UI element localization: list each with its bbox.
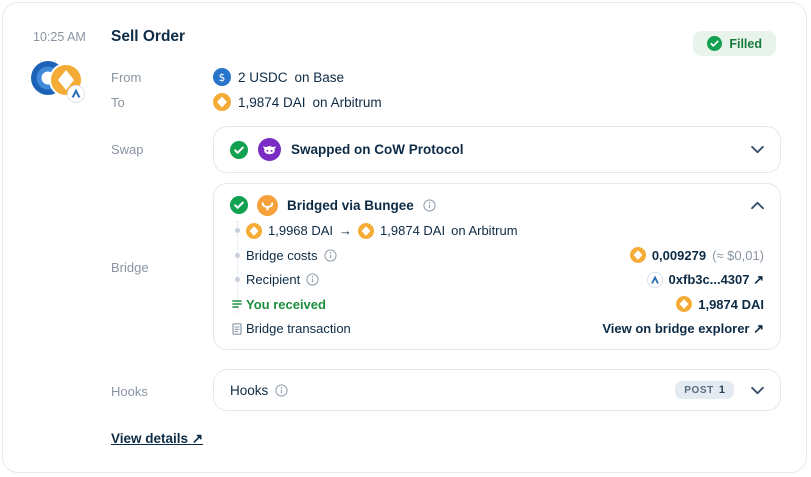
bridge-amount-network: on Arbitrum [451, 223, 518, 239]
bungee-icon [257, 194, 278, 216]
dai-token-icon [358, 222, 375, 239]
svg-text:$: $ [219, 72, 226, 84]
hooks-section-label: Hooks [111, 384, 148, 399]
arbitrum-network-icon [646, 271, 663, 288]
from-amount: 2 USDC [238, 69, 288, 85]
bridge-costs-row: Bridge costs 0,009279 (≈ $0,01) [230, 243, 764, 268]
bridge-section-label: Bridge [111, 260, 149, 275]
hooks-badge-type: POST [684, 384, 714, 396]
dai-token-icon [676, 296, 693, 313]
success-check-icon [230, 196, 248, 215]
bridge-amounts-row: 1,9968 DAI → 1,9874 DAI on Arbitrum [230, 219, 764, 244]
info-icon[interactable] [423, 199, 436, 212]
dai-token-icon [213, 93, 231, 111]
recipient-address-link[interactable]: 0xfb3c...4307 ↗ [668, 271, 764, 287]
chevron-down-icon[interactable] [751, 145, 764, 154]
bridge-explorer-link[interactable]: View on bridge explorer ↗ [602, 320, 764, 336]
bridge-amount-from: 1,9968 DAI [268, 223, 334, 239]
swap-title: Swapped on CoW Protocol [291, 142, 464, 157]
document-icon [230, 322, 246, 336]
order-timestamp: 10:25 AM [33, 30, 86, 44]
info-icon[interactable] [306, 273, 319, 286]
from-label: From [111, 69, 142, 85]
bridge-costs-label: Bridge costs [246, 247, 318, 263]
dai-token-icon [629, 247, 646, 264]
bridge-amount-to: 1,9874 DAI [380, 223, 446, 239]
timeline-dot [230, 277, 246, 283]
timeline-dot [230, 252, 246, 258]
bridge-accordion: Bridged via Bungee 1,9968 DAI → [213, 183, 781, 350]
from-row: From $ 2 USDC on Base [111, 66, 781, 88]
chevron-down-icon[interactable] [751, 386, 764, 395]
from-network: on Base [294, 69, 345, 85]
to-label: To [111, 94, 125, 110]
bridge-details: 1,9968 DAI → 1,9874 DAI on Arbitrum Brid… [230, 219, 764, 342]
dai-token-icon [246, 222, 262, 239]
bridge-title: Bridged via Bungee [287, 197, 414, 213]
usdc-token-icon: $ [213, 68, 231, 86]
hooks-title: Hooks [230, 382, 269, 398]
bridge-costs-approx: (≈ $0,01) [712, 247, 764, 263]
you-received-row: You received 1,9874 DAI [230, 292, 764, 317]
recipient-label: Recipient [246, 272, 301, 288]
to-network: on Arbitrum [312, 94, 382, 110]
chevron-up-icon[interactable] [751, 201, 764, 210]
success-check-icon [230, 140, 248, 159]
swap-accordion[interactable]: Swapped on CoW Protocol [213, 126, 781, 173]
you-received-value: 1,9874 DAI [698, 296, 764, 312]
swap-section-label: Swap [111, 142, 144, 157]
view-details-link[interactable]: View details ↗ [111, 431, 204, 446]
status-badge: Filled [693, 31, 776, 56]
bridge-costs-value: 0,009279 [651, 247, 707, 263]
bridge-recipient-row: Recipient 0xfb3c...4307 ↗ [230, 268, 764, 293]
cow-protocol-icon [258, 138, 281, 161]
bridge-transaction-row: Bridge transaction View on bridge explor… [230, 317, 764, 342]
arrow-right-icon: → [339, 223, 353, 239]
hooks-post-badge: POST 1 [675, 381, 734, 399]
bridge-transaction-label: Bridge transaction [246, 321, 351, 337]
to-row: To 1,9874 DAI on Arbitrum [111, 91, 781, 113]
info-icon[interactable] [323, 249, 337, 262]
check-circle-icon [707, 36, 723, 51]
timeline-dotted-line [237, 220, 238, 313]
hooks-badge-count: 1 [718, 384, 725, 396]
to-amount: 1,9874 DAI [238, 94, 306, 110]
info-icon[interactable] [275, 383, 288, 397]
timeline-dot [230, 228, 246, 234]
status-badge-label: Filled [729, 36, 762, 51]
you-received-label: You received [246, 296, 326, 312]
hooks-accordion[interactable]: Hooks POST 1 [213, 369, 781, 411]
bridge-accordion-header[interactable]: Bridged via Bungee [230, 194, 764, 217]
page-title: Sell Order [111, 28, 186, 45]
order-token-cluster-icon [29, 57, 87, 105]
received-list-icon [230, 297, 246, 311]
